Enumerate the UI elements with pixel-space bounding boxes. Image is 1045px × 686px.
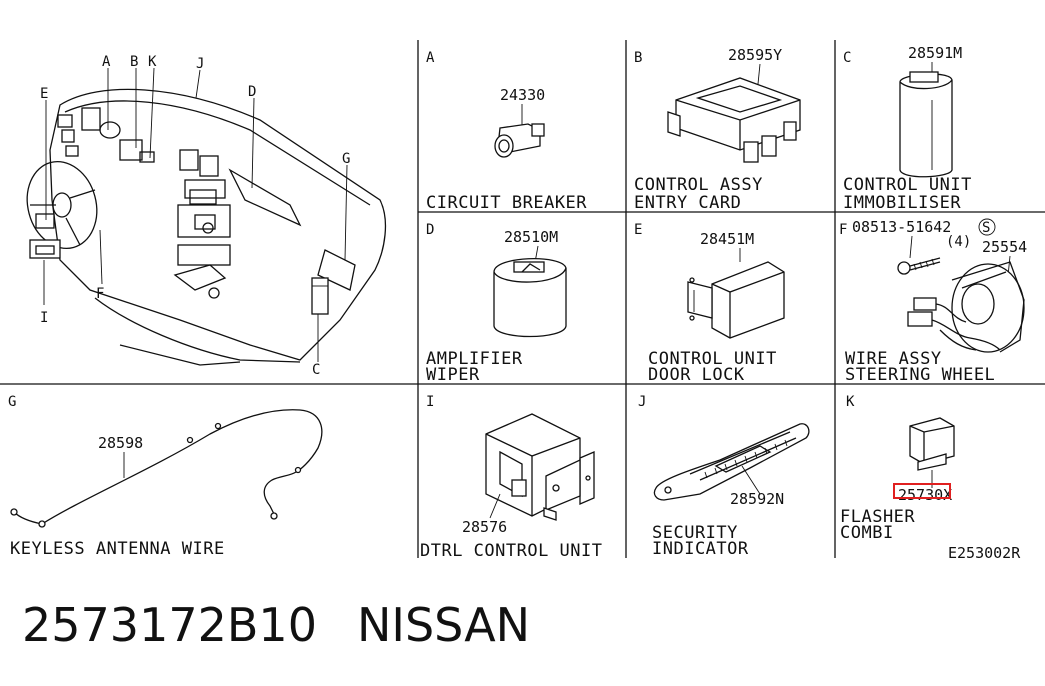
callout-d: D <box>248 84 256 100</box>
wiper-amplifier-icon <box>493 258 567 338</box>
panel-g-part-number: 28598 <box>98 434 143 452</box>
entry-card-control-icon <box>667 77 801 163</box>
panel-e: E 28451M CONTROL UNIT DOOR LOCK <box>634 222 785 385</box>
panel-d: D 28510M AMPLIFIER WIPER <box>426 222 567 385</box>
panel-a-letter: A <box>426 50 435 66</box>
callout-b: B <box>130 54 138 70</box>
panel-a: A 24330 CIRCUIT BREAKER <box>426 50 587 213</box>
dtrl-control-unit-icon <box>485 413 595 521</box>
panel-g: G 28598 KEYLESS ANTENNA WIRE <box>8 394 323 559</box>
door-lock-unit-icon <box>687 261 785 339</box>
panel-d-letter: D <box>426 222 434 238</box>
panel-f: F 08513-51642 S (4) 25554 WIRE ASSY STEE… <box>839 218 1027 385</box>
panel-d-name-line2: WIPER <box>426 365 480 385</box>
panel-e-letter: E <box>634 222 642 238</box>
panel-f-quantity: (4) <box>946 234 971 250</box>
panel-grid-lines <box>0 40 1045 558</box>
panel-k-letter: K <box>846 394 855 410</box>
panel-i-letter: I <box>426 394 434 410</box>
immobiliser-unit-icon <box>899 71 953 178</box>
panel-b-name-line1: CONTROL ASSY <box>634 175 763 195</box>
panel-j-name-line1: SECURITY <box>652 523 738 543</box>
keyless-antenna-wire-icon <box>10 409 323 528</box>
panel-g-name-line1: KEYLESS ANTENNA WIRE <box>10 539 225 559</box>
drawing-code: E253002R <box>948 544 1021 562</box>
panel-i-part-number: 28576 <box>462 518 507 536</box>
panel-c-part-number: 28591M <box>908 44 962 62</box>
combi-flasher-relay-icon <box>909 417 955 488</box>
panel-c-name-line2: IMMOBILISER <box>843 193 961 213</box>
panel-k: K 25730X FLASHER COMBI <box>840 394 955 543</box>
panel-k-part-number: 25730X <box>898 486 952 504</box>
panel-c-name-line1: CONTROL UNIT <box>843 175 972 195</box>
panel-e-name-line1: CONTROL UNIT <box>648 349 777 369</box>
panel-f-name-line2: STEERING WHEEL <box>845 365 995 385</box>
part-number-title: 2573172B10 <box>22 598 317 652</box>
callout-e: E <box>40 86 48 102</box>
dashboard-overview <box>26 67 387 366</box>
panel-a-part-number: 24330 <box>500 86 545 104</box>
callout-i: I <box>40 310 48 326</box>
panel-b: B 28595Y CONTROL ASSY ENTRY CARD <box>634 46 801 213</box>
panel-d-name-line1: AMPLIFIER <box>426 349 523 369</box>
steering-wheel-wire-icon <box>897 257 1025 353</box>
panel-j-name-line2: INDICATOR <box>652 539 749 559</box>
callout-j: J <box>196 56 204 72</box>
panel-j: J 28592N SECURITY INDICATOR <box>638 394 810 559</box>
panel-j-part-number: 28592N <box>730 490 784 508</box>
panel-j-letter: J <box>638 394 646 410</box>
callout-f: F <box>96 286 104 302</box>
callout-g: G <box>342 151 350 167</box>
callout-a: A <box>102 54 111 70</box>
circuit-breaker-icon <box>494 123 545 158</box>
brand-name: NISSAN <box>356 598 531 652</box>
panel-i-name-line1: DTRL CONTROL UNIT <box>420 541 603 561</box>
panel-b-name-line2: ENTRY CARD <box>634 193 741 213</box>
panel-f-name-line1: WIRE ASSY <box>845 349 942 369</box>
panel-f-bolt-number: 08513-51642 <box>852 218 951 236</box>
callout-k: K <box>148 54 157 70</box>
panel-d-part-number: 28510M <box>504 228 558 246</box>
panel-e-part-number: 28451M <box>700 230 754 248</box>
panel-b-letter: B <box>634 50 642 66</box>
panel-e-name-line2: DOOR LOCK <box>648 365 745 385</box>
panel-f-bolt-circle <box>978 218 996 236</box>
panel-a-name-line1: CIRCUIT BREAKER <box>426 193 587 213</box>
panel-k-name-line2: COMBI <box>840 523 894 543</box>
catalog-title: 2573172B10 NISSAN <box>22 598 570 652</box>
panel-g-letter: G <box>8 394 16 410</box>
panel-i: I 28576 DTRL CONTROL UNIT <box>420 394 603 561</box>
panel-f-bolt-circle-letter: S <box>982 220 990 236</box>
security-indicator-icon <box>653 423 810 501</box>
panel-b-part-number: 28595Y <box>728 46 782 64</box>
panel-c-letter: C <box>843 50 851 66</box>
panel-k-name-line1: FLASHER <box>840 507 915 527</box>
callout-c: C <box>312 362 320 378</box>
part-highlight-box <box>893 483 951 499</box>
panel-f-letter: F <box>839 222 847 238</box>
panel-c: C 28591M CONTROL UNIT IMMOBILISER <box>843 44 972 213</box>
overview-callout-labels: A B K J E D G I F C <box>40 54 350 378</box>
panel-f-part-number: 25554 <box>982 238 1027 256</box>
